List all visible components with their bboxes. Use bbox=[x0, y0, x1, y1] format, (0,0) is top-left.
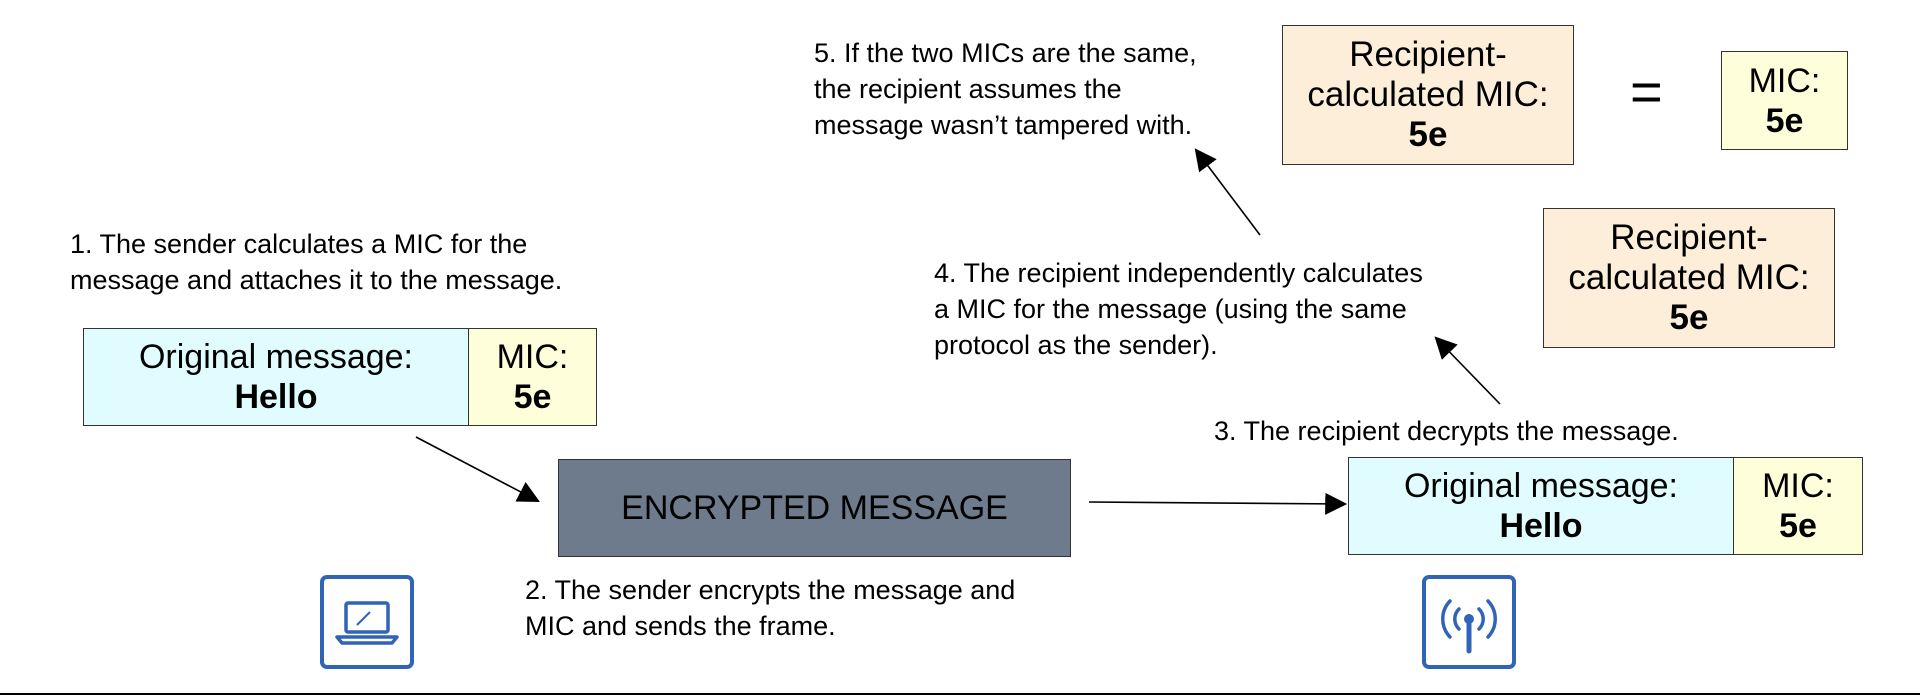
sender-original-message-box: Original message: Hello bbox=[83, 328, 469, 426]
recipient-mic-value: 5e bbox=[1779, 507, 1817, 545]
arrow-to-step-4 bbox=[1434, 336, 1501, 405]
step-3-text: 3. The recipient decrypts the message. bbox=[1214, 416, 1679, 446]
calc-mic-value: 5e bbox=[1669, 298, 1709, 337]
step-1-text: 1. The sender calculates a MIC for the m… bbox=[70, 229, 563, 295]
compare-calc-value: 5e bbox=[1408, 115, 1448, 154]
recipient-message-label: Original message: bbox=[1403, 467, 1678, 505]
recipient-message-value: Hello bbox=[1499, 507, 1583, 545]
sender-mic-value: 5e bbox=[513, 378, 552, 416]
laptop-icon bbox=[320, 575, 414, 669]
equals-sign: = bbox=[1630, 60, 1663, 123]
bottom-border bbox=[0, 693, 1920, 695]
recipient-original-message-box: Original message: Hello bbox=[1348, 457, 1734, 555]
sender-message-value: Hello bbox=[234, 378, 318, 416]
encrypted-message-box: ENCRYPTED MESSAGE bbox=[558, 459, 1071, 557]
step-4-text: 4. The recipient independently calculate… bbox=[934, 258, 1423, 360]
recipient-mic-label: MIC: bbox=[1762, 467, 1834, 505]
compare-mic-box: MIC: 5e bbox=[1721, 51, 1848, 150]
sender-mic-label: MIC: bbox=[496, 338, 569, 376]
compare-mic-value: 5e bbox=[1765, 101, 1804, 140]
arrow-to-recipient bbox=[1088, 492, 1348, 515]
compare-calc-label: Recipient- calculated MIC: bbox=[1307, 35, 1549, 114]
compare-calculated-mic-box: Recipient- calculated MIC: 5e bbox=[1282, 25, 1574, 165]
recipient-mic-box: MIC: 5e bbox=[1733, 457, 1863, 555]
sender-message-label: Original message: bbox=[138, 338, 413, 376]
wireless-access-point-icon bbox=[1422, 575, 1516, 669]
calc-mic-label: Recipient- calculated MIC: bbox=[1568, 218, 1810, 297]
step-2-text: 2. The sender encrypts the message and M… bbox=[525, 575, 1016, 641]
sender-mic-box: MIC: 5e bbox=[468, 328, 597, 426]
recipient-calculated-mic-box: Recipient- calculated MIC: 5e bbox=[1543, 208, 1835, 348]
step-5-text: 5. If the two MICs are the same, the rec… bbox=[814, 38, 1197, 140]
compare-mic-label: MIC: bbox=[1748, 61, 1821, 100]
arrow-to-encrypted bbox=[415, 436, 540, 503]
arrow-to-step-5 bbox=[1194, 148, 1261, 236]
